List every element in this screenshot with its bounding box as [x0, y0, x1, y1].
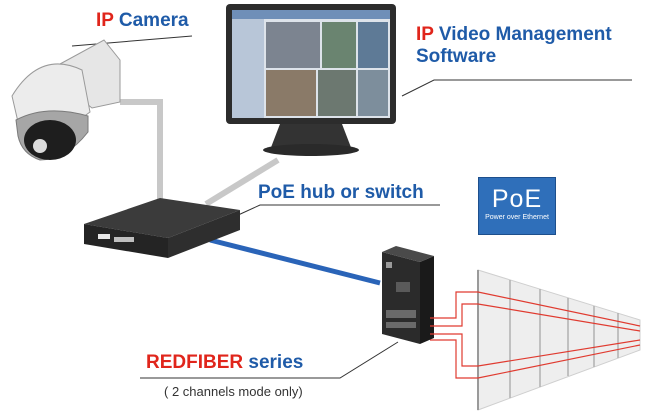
redfiber-unit [382, 246, 434, 344]
poe-badge-title: PoE [491, 185, 543, 213]
redfiber-label: REDFIBER series [146, 352, 303, 374]
ip-camera-label: IP Camera [96, 10, 189, 32]
redfiber-cable [209, 237, 381, 286]
poe-badge: PoE Power over Ethernet [478, 177, 556, 235]
vms-label-line1: Video Management [433, 24, 612, 45]
vms-pointer-line [401, 79, 632, 97]
redfiber-label-prefix: REDFIBER [146, 352, 244, 373]
camera-pointer-line [71, 35, 193, 47]
monitor [226, 4, 396, 156]
vms-label-prefix: IP [416, 24, 434, 45]
poe-switch [84, 198, 240, 258]
ip-camera-label-prefix: IP [96, 10, 114, 31]
perimeter-fence [477, 269, 641, 411]
camera-cable [120, 99, 163, 204]
redfiber-pointer-line [140, 341, 399, 379]
channels-note: ( 2 channels mode only) [164, 384, 303, 399]
ip-camera [11, 39, 121, 161]
switch-label: PoE hub or switch [258, 182, 424, 203]
vms-label-line2: Software [416, 46, 497, 67]
switch-pointer-line [235, 204, 440, 217]
monitor-cable [204, 157, 280, 207]
vms-label: IP Video Management Software [416, 24, 612, 68]
redfiber-label-suffix: series [243, 352, 304, 373]
poe-badge-subtitle: Power over Ethernet [485, 214, 549, 221]
ip-camera-label-text: Camera [113, 10, 189, 31]
laser-beams [430, 291, 641, 379]
